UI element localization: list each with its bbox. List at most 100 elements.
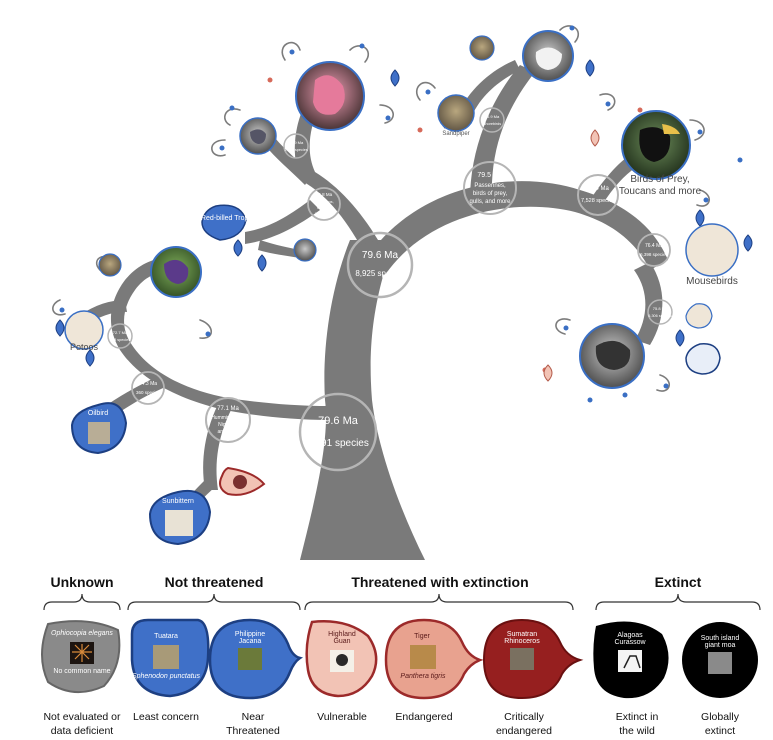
node-left-a-species: 360 species — [136, 390, 161, 395]
node-main-upper-species: 8,925 species — [355, 269, 404, 278]
node-mousebird: 76.4 Ma 6,398 species — [637, 233, 671, 267]
leaf-mousebirds-label: Mousebirds — [686, 276, 738, 287]
legend-item-6-caption1: Extinct in — [616, 711, 659, 723]
node-birds-of-prey: 78.4 Ma 7,528 species — [577, 174, 619, 216]
leaf-oilbird: Oilbird — [70, 402, 128, 455]
legend-item-vulnerable: Highland Guan Vulnerable — [305, 620, 378, 723]
legend-item-7-caption2: extinct — [705, 725, 735, 737]
node-sub-right-species: 6,306 species — [648, 314, 672, 318]
bird-photo-spoonbill — [295, 61, 365, 131]
legend-item-0-name: Ophiocopia elegans — [51, 630, 113, 637]
legend-group-unknown: Unknown — [51, 574, 114, 590]
legend-item-7-name: South island — [701, 635, 740, 642]
node-left-b-age: 72.7 Ma — [113, 330, 128, 335]
legend-item-3-name: Highland — [328, 631, 356, 638]
legend-item-4-caption1: Endangered — [395, 711, 452, 723]
legend-item-5-caption2: endangered — [496, 725, 552, 737]
label-toucans: Toucans and more — [619, 186, 702, 197]
legend-item-5-sub: Rhinoceros — [504, 638, 540, 645]
node-flamingo-line2: Grebes, — [317, 205, 331, 210]
bracket-unknown — [43, 593, 121, 611]
leaf-right-small — [685, 303, 721, 375]
node-left-a: 74.3 Ma 360 species — [131, 371, 165, 405]
leaf-tropicbird-label: Red-billed Tropicbird — [201, 215, 265, 222]
leaf-sunbittern-label: Sunbittern — [162, 498, 194, 505]
node-passerines-age: 79.5 Ma — [477, 172, 502, 179]
node-flamingo-line3: Pigeons... — [315, 211, 333, 216]
bird-photo-kingfisher — [150, 246, 202, 298]
legend-item-least-concern: Tuatara Sphenodon punctatus Least concer… — [130, 618, 210, 723]
node-birds-of-prey-species: 7,528 species — [581, 198, 615, 204]
node-mousebird-species: 6,398 species — [640, 252, 669, 257]
node-small-top2: 65.9 Ma Shorebirds — [479, 107, 505, 133]
legend-item-3-caption1: Vulnerable — [317, 711, 367, 723]
label-sandpiper: Sandpiper — [442, 131, 469, 137]
node-flamingo: 75.8 Ma Flamingos, Grebes, Pigeons... — [307, 187, 341, 221]
node-mousebird-age: 76.4 Ma — [645, 243, 663, 249]
legend: Unknown Not threatened Threatened with e… — [41, 574, 761, 737]
leaf-tropicbird: Red-billed Tropicbird — [201, 204, 265, 241]
legend-item-5-name: Sumatran — [507, 631, 537, 638]
leaf-birds-of-prey-text: Birds of Prey, Toucans and more — [619, 174, 702, 197]
node-hummingbirds: 77.1 Ma Hummingbirds, Nightjars and more — [205, 397, 251, 443]
node-passerines-line2: birds of prey, — [473, 191, 508, 197]
tree-branches — [80, 60, 668, 560]
node-sub-right: 75.8 Ma 6,306 species — [647, 299, 673, 325]
bird-photo-junco — [579, 323, 645, 389]
node-left-b-species: 358 species — [110, 338, 130, 342]
legend-item-6-sub: Curassow — [614, 639, 646, 646]
leaf-oilbird-label: Oilbird — [88, 410, 108, 417]
legend-item-1-caption1: Least concern — [133, 711, 199, 723]
legend-item-0-caption2: data deficient — [51, 725, 114, 737]
legend-group-extinct: Extinct — [655, 574, 702, 590]
node-passerines-line3: gulls, and more — [469, 199, 511, 205]
node-root: 79.6 Ma 9,491 species — [298, 392, 378, 472]
node-left-a-age: 74.3 Ma — [139, 381, 157, 387]
node-flamingo-line1: Flamingos, — [314, 199, 334, 204]
bird-photo-seabird — [522, 30, 574, 82]
label-birds-of-prey: Birds of Prey, — [630, 174, 689, 185]
legend-item-2-caption1: Near — [242, 711, 265, 723]
node-hummingbirds-line3: and more — [217, 429, 238, 435]
legend-group-not-threatened: Not threatened — [165, 574, 264, 590]
node-small-top-age: 74.9 Ma — [289, 140, 304, 145]
node-sub-right-age: 75.8 Ma — [653, 306, 668, 311]
leaf-sunbittern: Sunbittern — [148, 490, 212, 546]
node-hummingbirds-line2: Nightjars — [218, 422, 238, 428]
node-birds-of-prey-age: 78.4 Ma — [587, 186, 609, 192]
legend-item-globally-extinct: South island giant moa Globally extinct — [682, 622, 758, 737]
leaf-red-small — [219, 466, 266, 496]
legend-item-1-sub: Sphenodon punctatus — [132, 673, 201, 680]
legend-item-2-caption2: Threatened — [226, 725, 280, 737]
legend-item-near-threatened: Philippine Jacana Near Threatened — [208, 618, 304, 737]
leaf-sandpiper-text: Sandpiper — [442, 131, 469, 137]
legend-group-threatened: Threatened with extinction — [351, 574, 528, 590]
bird-photo-hornbill — [621, 110, 691, 180]
bird-photo-small-left — [98, 253, 122, 277]
legend-item-4-sub: Panthera tigris — [400, 673, 446, 680]
bird-photo-tropicbird-small — [293, 238, 317, 262]
node-flamingo-age: 75.8 Ma — [316, 192, 333, 197]
node-small-top: 74.9 Ma 1,422 species — [283, 133, 309, 159]
legend-item-2-sub: Jacana — [239, 638, 262, 645]
node-main-upper-age: 79.6 Ma — [362, 250, 399, 261]
node-hummingbirds-age: 77.1 Ma — [217, 406, 239, 412]
legend-item-2-name: Philippine — [235, 631, 265, 638]
legend-item-1-name: Tuatara — [154, 633, 178, 640]
node-root-species: 9,491 species — [307, 438, 369, 449]
leaf-potoos: Potoos — [64, 310, 104, 352]
legend-item-4-name: Tiger — [414, 633, 430, 640]
node-left-b: 72.7 Ma 358 species — [107, 323, 133, 349]
leaf-mousebirds: Mousebirds — [685, 223, 739, 287]
bird-photo-small-top — [469, 35, 495, 61]
bird-photo-heron — [239, 117, 277, 155]
bracket-not-threatened — [127, 593, 301, 611]
legend-item-endangered: Tiger Panthera tigris Endangered — [384, 618, 484, 723]
legend-item-extinct-in-wild: Alagoas Curassow Extinct in the wild — [593, 621, 669, 737]
node-passerines-line1: Passerines, — [474, 183, 506, 189]
legend-item-not-evaluated: Ophiocopia elegans No common name Not ev… — [41, 620, 121, 737]
legend-item-3-sub: Guan — [333, 638, 350, 645]
legend-item-critically-endangered: Sumatran Rhinoceros Critically endangere… — [482, 618, 584, 737]
node-small-top2-species: Shorebirds — [483, 122, 501, 126]
